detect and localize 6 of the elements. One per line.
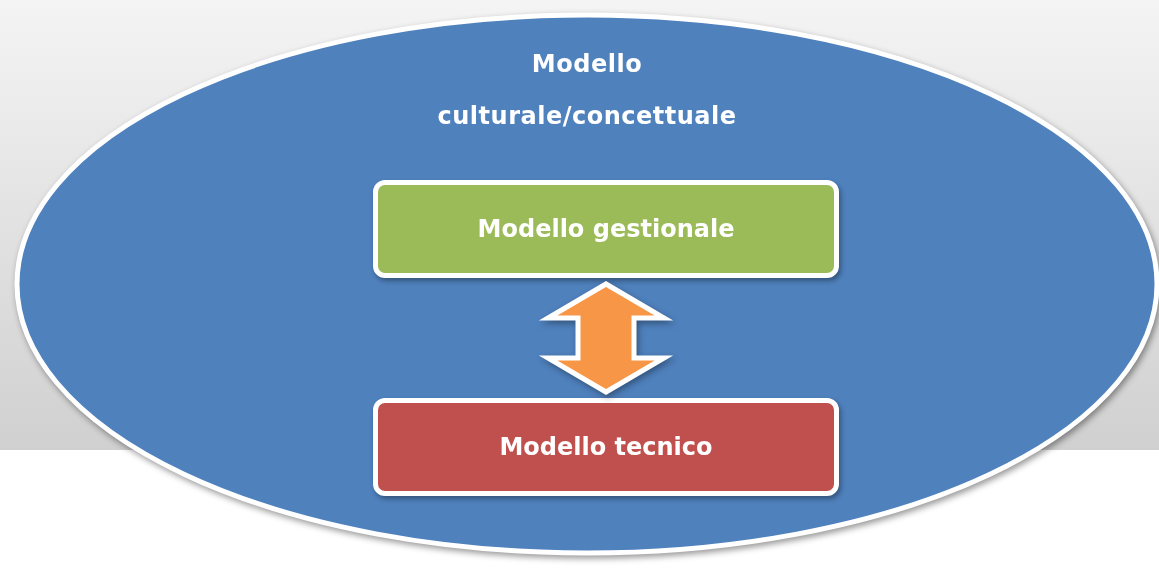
process-box: [373, 398, 839, 496]
box-label: Modello gestionale: [477, 215, 735, 243]
box-label: Modello tecnico: [499, 433, 713, 461]
process-box: [373, 180, 839, 278]
double-arrow: [538, 281, 674, 395]
region-title: Modello culturale/concettuale: [436, 49, 738, 132]
